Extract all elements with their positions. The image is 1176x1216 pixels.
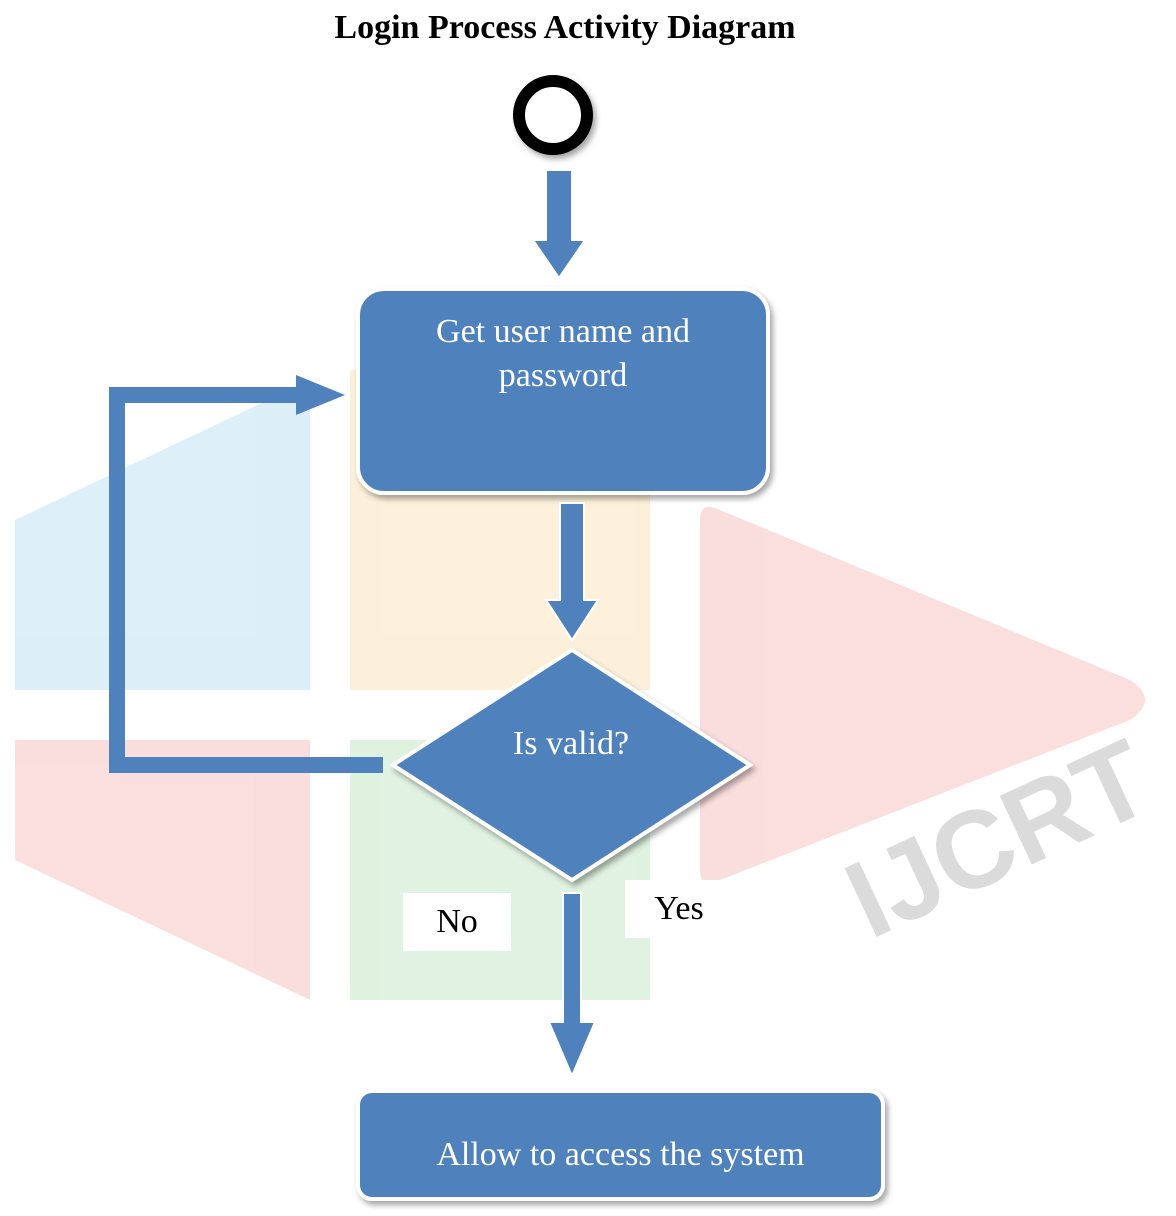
- decision-is-valid: [389, 647, 754, 883]
- action-allow-access: [356, 1089, 885, 1201]
- get-credentials-label-line1: Get user name and: [436, 313, 690, 350]
- get-credentials-label: Get user name and password: [358, 310, 768, 398]
- edge-label-yes: Yes: [625, 880, 733, 938]
- get-credentials-label-line2: password: [498, 357, 628, 394]
- arrow-loop-back: [109, 375, 383, 773]
- decision-label: Is valid?: [512, 725, 630, 762]
- edge-label-no: No: [403, 893, 511, 951]
- arrow-start-to-input: [531, 169, 587, 280]
- action-get-credentials: [356, 287, 770, 495]
- initial-node: [513, 75, 593, 155]
- arrow-input-to-decision: [544, 502, 600, 642]
- arrow-decision-to-allow: [547, 892, 597, 1079]
- watermark-play-shape: [700, 506, 1145, 884]
- allow-access-label: Allow to access the system: [436, 1136, 805, 1173]
- diagram-title: Login Process Activity Diagram: [334, 9, 796, 46]
- watermark-hex-blue: [15, 380, 310, 690]
- watermark-red-block: [15, 740, 310, 1000]
